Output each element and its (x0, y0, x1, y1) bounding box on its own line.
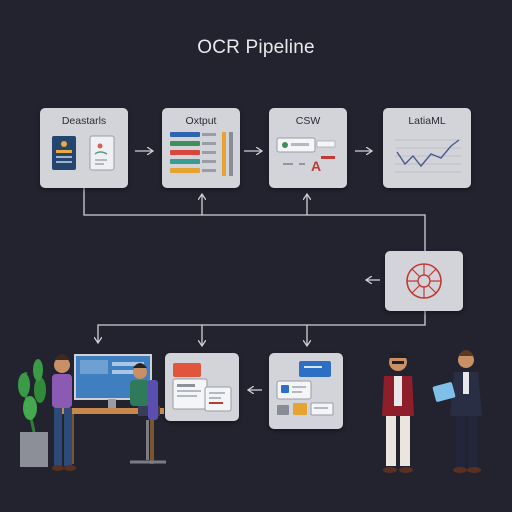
output-bars-icon (170, 132, 233, 176)
latex-chart-icon (395, 139, 461, 173)
document-icons (52, 135, 115, 171)
svg-text:A: A (311, 158, 321, 174)
review-documents-icon (172, 363, 232, 412)
csv-label: CSW (295, 115, 321, 127)
csv-node: CSW A (269, 108, 347, 188)
latex-node: LatiaML (383, 108, 471, 188)
neural-network-icon (406, 263, 442, 299)
loop-bottom (98, 311, 426, 343)
diagram-title: OCR Pipeline (197, 37, 315, 58)
output-node: Oxtput (162, 108, 240, 188)
review-node (165, 353, 239, 421)
latex-label: LatiaML (408, 115, 446, 127)
csv-file-icon: A (276, 137, 336, 174)
documents-node: Deastarls (40, 108, 128, 188)
documents-label: Deastarls (61, 115, 107, 127)
extract-documents-icon (276, 361, 334, 416)
loop-top (83, 188, 426, 251)
extract-node (269, 353, 343, 429)
output-label: Oxtput (185, 115, 217, 127)
processor-node (385, 251, 463, 311)
